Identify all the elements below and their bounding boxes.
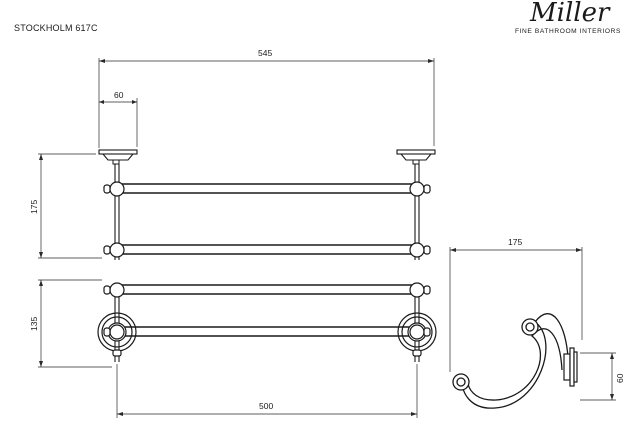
dimension-135: 135 — [29, 279, 112, 368]
dimension-545: 545 — [98, 48, 435, 148]
bracket-knobs — [452, 318, 539, 391]
wall-plate-right — [396, 149, 436, 165]
dimension-135-label: 135 — [29, 317, 39, 331]
plan-view: 135 500 — [29, 279, 437, 418]
brand-logo: Miller FINE BATHROOM INTERIORS — [515, 0, 621, 35]
dimension-545-label: 545 — [258, 48, 272, 58]
dimension-175-front-label: 175 — [29, 200, 39, 214]
upper-rail — [117, 183, 417, 194]
side-view: 175 60 — [449, 237, 625, 409]
brand-tagline: FINE BATHROOM INTERIORS — [515, 28, 621, 35]
brand-name: Miller — [529, 0, 611, 28]
rail-knobs — [103, 181, 431, 258]
plan-back-rail — [117, 326, 417, 337]
dimension-60-top: 60 — [99, 90, 138, 147]
plan-knobs — [103, 282, 431, 357]
dimension-175-front: 175 — [29, 153, 102, 259]
dimension-175-side: 175 — [449, 237, 583, 372]
plan-front-rail — [117, 284, 417, 295]
front-elevation-view: 545 60 — [29, 48, 436, 260]
model-title: STOCKHOLM 617C — [14, 23, 98, 33]
dimension-60-top-label: 60 — [114, 90, 124, 100]
dimension-175-side-label: 175 — [508, 237, 522, 247]
dimension-500-label: 500 — [259, 401, 273, 411]
bracket-wall-plate — [563, 347, 578, 387]
dimension-60-side: 60 — [580, 352, 625, 401]
dimension-60-side-label: 60 — [615, 373, 625, 383]
dimension-500: 500 — [116, 364, 418, 418]
bracket-arm — [461, 313, 569, 409]
lower-rail — [117, 244, 417, 255]
wall-plate-left — [98, 149, 138, 165]
